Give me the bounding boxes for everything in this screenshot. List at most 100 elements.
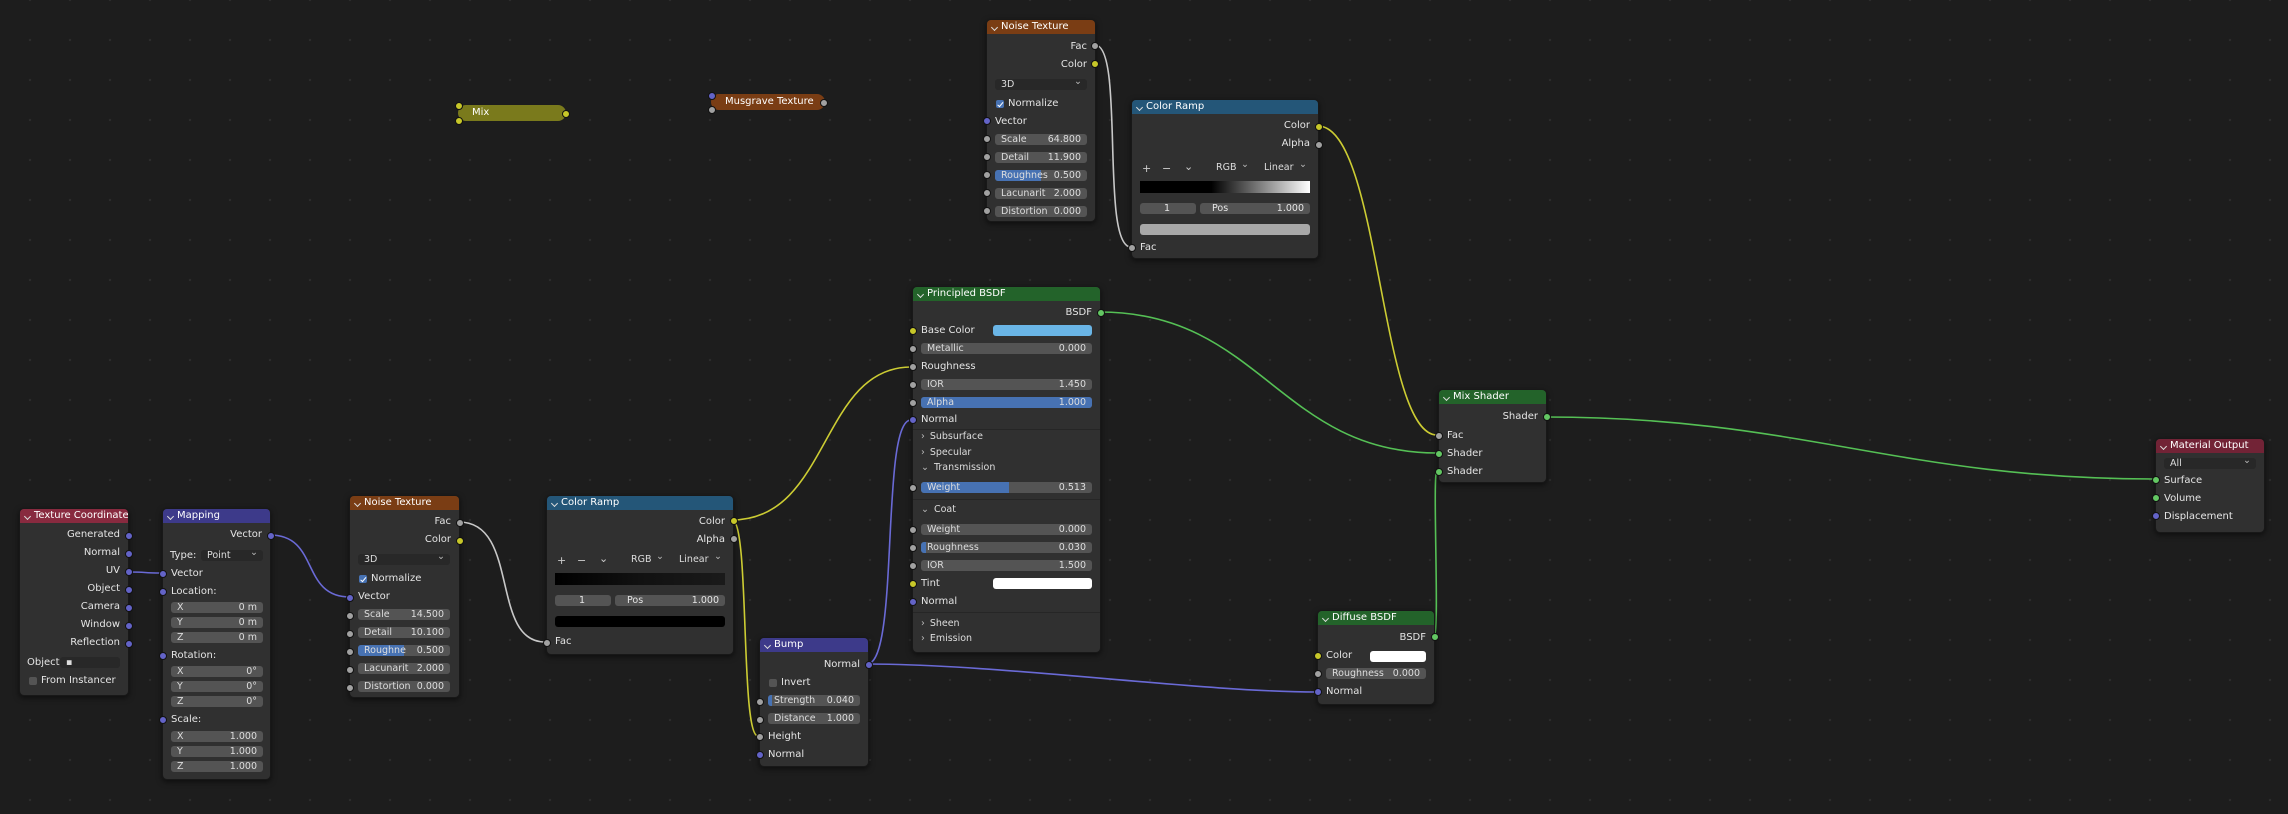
normalize-checkbox[interactable] xyxy=(359,575,367,583)
node-header[interactable]: Noise Texture xyxy=(987,20,1095,34)
socket-in-roughness[interactable] xyxy=(1314,670,1322,678)
socket-in-location[interactable] xyxy=(159,588,167,596)
socket-in-scale[interactable] xyxy=(983,135,991,143)
texture-coordinate-node[interactable]: Texture Coordinate Generated Normal UV O… xyxy=(19,508,129,696)
node-header[interactable]: Color Ramp xyxy=(1132,100,1318,114)
node-header[interactable]: Diffuse BSDF xyxy=(1318,611,1434,625)
socket-out-bsdf[interactable] xyxy=(1431,633,1439,641)
coat-panel[interactable]: Coat xyxy=(921,504,956,515)
principled-bsdf-node[interactable]: Principled BSDF BSDF Base Color Metallic… xyxy=(912,286,1101,653)
color-ramp-gradient[interactable] xyxy=(1140,181,1310,193)
node-header[interactable]: Mapping xyxy=(163,509,270,523)
socket-in-fac[interactable] xyxy=(1435,432,1443,440)
socket-in-detail[interactable] xyxy=(983,153,991,161)
remove-stop-button[interactable]: − xyxy=(1162,162,1172,175)
socket-out-vector[interactable] xyxy=(267,532,275,540)
socket-in-coat-normal[interactable] xyxy=(909,598,917,606)
socket-in-distortion[interactable] xyxy=(346,684,354,692)
socket-in-roughness[interactable] xyxy=(983,171,991,179)
socket-in-vector[interactable] xyxy=(159,570,167,578)
dimension-dropdown[interactable]: 3D xyxy=(995,76,1087,90)
stop-color-swatch[interactable] xyxy=(1140,224,1310,235)
socket-out-window[interactable] xyxy=(125,622,133,630)
mix-shader-node[interactable]: Mix Shader Shader Fac Shader Shader xyxy=(1438,389,1547,483)
stop-index-field[interactable]: 1 xyxy=(1140,203,1196,214)
socket-in-color[interactable] xyxy=(1314,652,1322,660)
invert-checkbox[interactable] xyxy=(769,679,777,687)
musgrave-node-collapsed[interactable]: Musgrave Texture xyxy=(711,94,825,110)
socket-in-roughness[interactable] xyxy=(909,363,917,371)
socket-in-lacunarity[interactable] xyxy=(983,189,991,197)
socket-out-normal[interactable] xyxy=(125,550,133,558)
socket-out-alpha[interactable] xyxy=(1315,141,1323,149)
chevron-down-icon[interactable]: ⌄ xyxy=(1184,160,1194,173)
socket-out-generated[interactable] xyxy=(125,532,133,540)
add-stop-button[interactable]: + xyxy=(557,554,567,567)
socket-in-rotation[interactable] xyxy=(159,652,167,660)
socket-out-fac[interactable] xyxy=(456,519,464,527)
socket-in-coat-weight[interactable] xyxy=(909,526,917,534)
socket-in-normal[interactable] xyxy=(1314,688,1322,696)
socket-out-camera[interactable] xyxy=(125,604,133,612)
socket-out-color[interactable] xyxy=(1091,60,1099,68)
socket-in-displacement[interactable] xyxy=(2152,512,2160,520)
color-swatch[interactable] xyxy=(1370,651,1426,662)
socket-in-surface[interactable] xyxy=(2152,476,2160,484)
stop-index-field[interactable]: 1 xyxy=(555,595,611,606)
base-color-swatch[interactable] xyxy=(993,325,1092,336)
color-ramp-node-lower[interactable]: Color Ramp Color Alpha + − ⌄ RGB Linear … xyxy=(546,495,734,655)
subsurface-panel[interactable]: Subsurface xyxy=(921,431,983,442)
socket-out-fac[interactable] xyxy=(1091,42,1099,50)
specular-panel[interactable]: Specular xyxy=(921,447,972,458)
socket-in-lacunarity[interactable] xyxy=(346,666,354,674)
tint-swatch[interactable] xyxy=(993,578,1092,589)
socket-in-shader-1[interactable] xyxy=(1435,450,1443,458)
chevron-down-icon[interactable]: ⌄ xyxy=(599,552,609,565)
socket-out-normal[interactable] xyxy=(865,661,873,669)
socket-out-shader[interactable] xyxy=(1543,413,1551,421)
socket-in-tint[interactable] xyxy=(909,580,917,588)
color-ramp-node-top[interactable]: Color Ramp Color Alpha + − ⌄ RGB Linear … xyxy=(1131,99,1319,259)
interpolation-dropdown[interactable]: Linear xyxy=(673,551,727,565)
type-dropdown[interactable]: Point xyxy=(201,547,263,561)
emission-panel[interactable]: Emission xyxy=(921,633,972,644)
node-header[interactable]: Mix Shader xyxy=(1439,390,1546,404)
socket-in-coat-roughness[interactable] xyxy=(909,544,917,552)
mix-socket-a[interactable] xyxy=(455,102,463,110)
add-stop-button[interactable]: + xyxy=(1142,162,1152,175)
socket-in-vector[interactable] xyxy=(983,117,991,125)
target-dropdown[interactable]: All xyxy=(2164,455,2256,469)
color-mode-dropdown[interactable]: RGB xyxy=(1210,159,1254,173)
socket-in-height[interactable] xyxy=(756,733,764,741)
material-output-node[interactable]: Material Output All Surface Volume Displ… xyxy=(2155,438,2265,533)
mix-node-collapsed[interactable]: Mix xyxy=(458,105,566,121)
mapping-node[interactable]: Mapping Vector Type: Point Vector Locati… xyxy=(162,508,271,780)
socket-out-object[interactable] xyxy=(125,586,133,594)
color-ramp-gradient[interactable] xyxy=(555,573,725,585)
socket-in-strength[interactable] xyxy=(756,698,764,706)
normalize-checkbox[interactable] xyxy=(996,100,1004,108)
musgrave-socket-out[interactable] xyxy=(820,99,828,107)
node-header[interactable]: Noise Texture xyxy=(350,496,459,510)
noise-texture-node-lower[interactable]: Noise Texture Fac Color 3D Normalize Vec… xyxy=(349,495,460,698)
